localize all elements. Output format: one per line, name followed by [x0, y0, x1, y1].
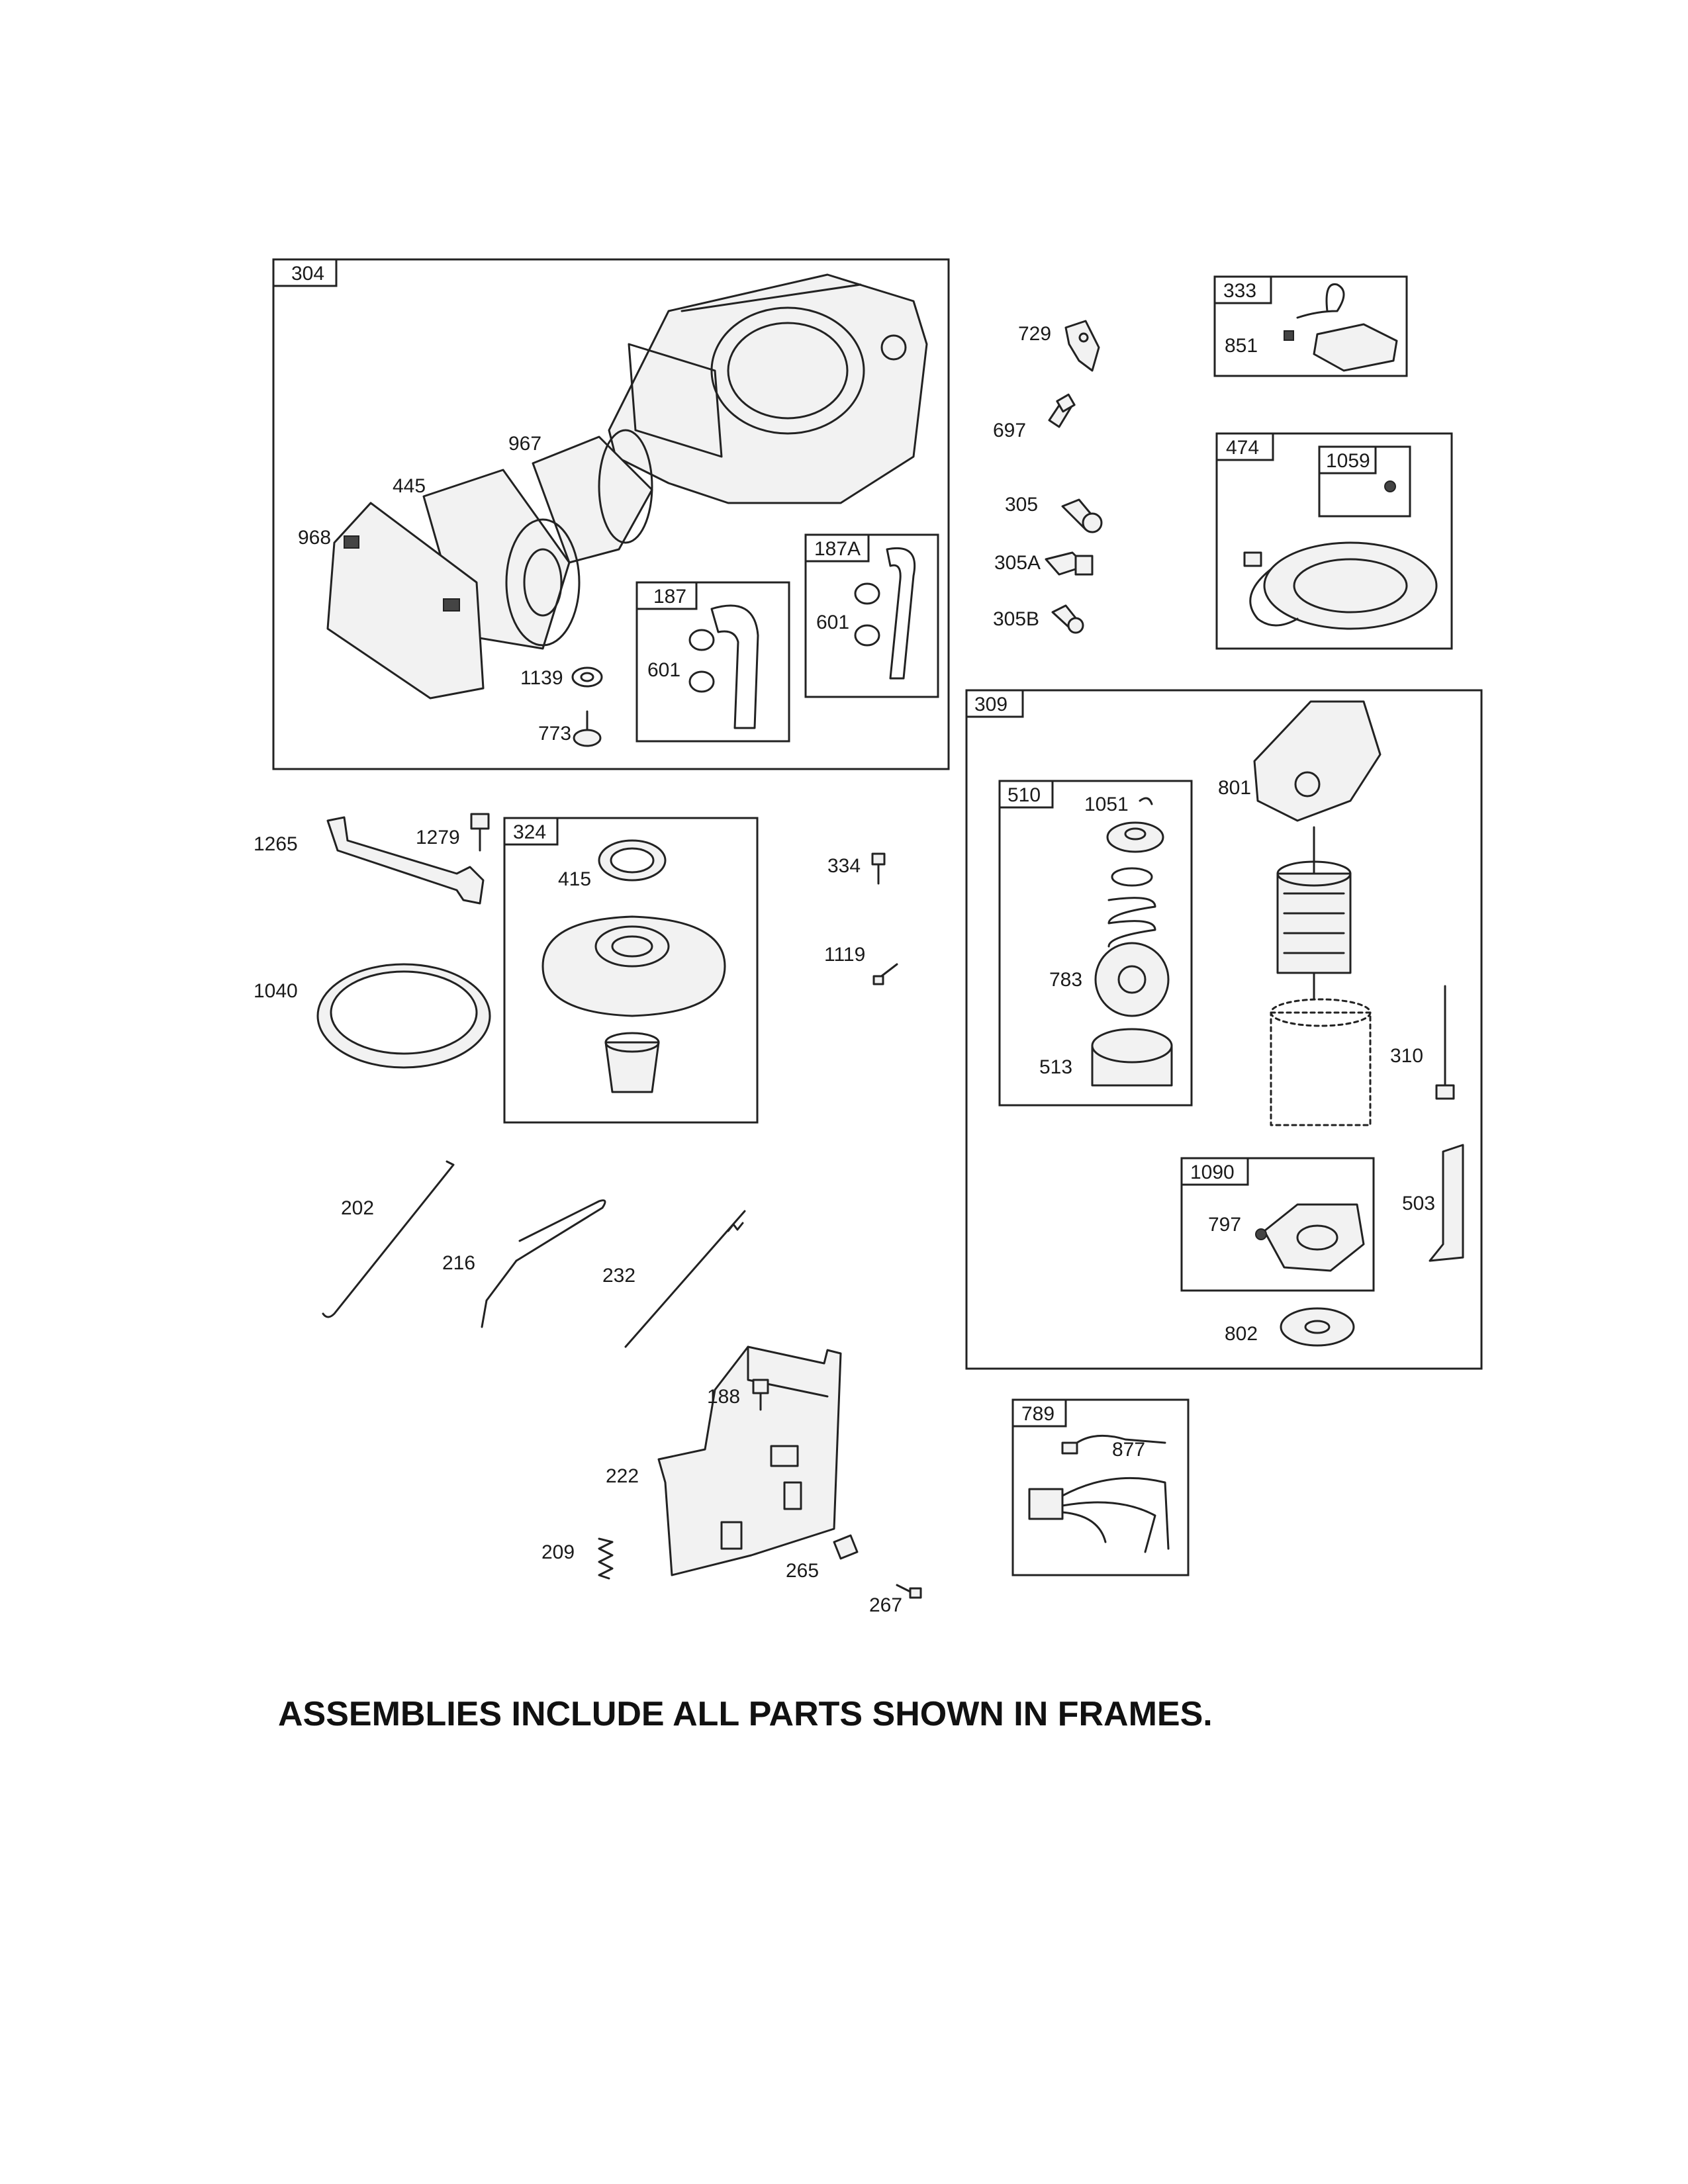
label-697: 697 — [993, 420, 1026, 441]
label-305: 305 — [1005, 494, 1038, 516]
label-305B: 305B — [993, 608, 1039, 630]
label-310: 310 — [1390, 1045, 1423, 1067]
label-209: 209 — [541, 1541, 575, 1563]
label-265: 265 — [786, 1560, 819, 1582]
footer-note: ASSEMBLIES INCLUDE ALL PARTS SHOWN IN FR… — [278, 1695, 1213, 1733]
screw-267-drawing — [896, 1584, 922, 1599]
screw-188-drawing — [752, 1379, 769, 1411]
frame-label-324: 324 — [513, 821, 546, 843]
frame-1090: 1090 797 — [1180, 1157, 1375, 1292]
label-601-b: 601 — [816, 612, 849, 633]
motor-housing-drawing — [1270, 998, 1372, 1126]
washer-drawing — [571, 666, 603, 688]
label-222: 222 — [606, 1465, 639, 1487]
label-783: 783 — [1049, 969, 1082, 991]
plate-802-drawing — [1280, 1307, 1355, 1347]
armature-drawing — [1276, 826, 1352, 1001]
screw-697-drawing — [1048, 393, 1076, 428]
frame-304: 304 — [272, 258, 950, 770]
spring-link-216-drawing — [481, 1199, 606, 1328]
label-202: 202 — [341, 1197, 374, 1219]
label-797: 797 — [1208, 1214, 1241, 1236]
frame-510: 510 1051 783 513 — [998, 780, 1193, 1107]
frame-324: 324 415 — [503, 817, 759, 1124]
label-801: 801 — [1218, 777, 1251, 799]
rod-232-drawing — [624, 1210, 746, 1348]
label-188: 188 — [707, 1386, 740, 1408]
spring-209-drawing — [598, 1537, 614, 1580]
label-601-a: 601 — [647, 659, 680, 681]
screw-334-drawing — [871, 852, 886, 885]
label-267: 267 — [869, 1594, 902, 1616]
label-334: 334 — [827, 855, 861, 877]
frame-187: 187 601 — [635, 581, 790, 743]
label-1279: 1279 — [416, 827, 460, 848]
frame-label-789: 789 — [1021, 1403, 1055, 1425]
label-445: 445 — [393, 475, 426, 497]
frame-label-1059: 1059 — [1326, 450, 1370, 472]
screw-1119-drawing — [872, 963, 898, 985]
stud-305A-drawing — [1045, 551, 1094, 576]
label-232: 232 — [602, 1265, 635, 1287]
frame-label-309: 309 — [974, 694, 1008, 715]
control-bracket-drawing — [657, 1345, 842, 1576]
stud-305-drawing — [1061, 498, 1103, 533]
label-773: 773 — [538, 723, 571, 745]
end-cap-801-drawing — [1253, 700, 1382, 822]
label-1051: 1051 — [1084, 794, 1129, 815]
frame-label-304: 304 — [291, 263, 324, 285]
label-415: 415 — [558, 868, 591, 890]
bolt-310-drawing — [1435, 985, 1455, 1100]
knob-drawing — [573, 710, 602, 747]
screw-305B-drawing — [1051, 604, 1084, 634]
frame-309: 309 — [965, 689, 1483, 1370]
label-802: 802 — [1225, 1323, 1258, 1345]
label-877: 877 — [1112, 1439, 1145, 1461]
frame-label-510: 510 — [1008, 784, 1041, 806]
frame-187A: 187A 601 — [804, 533, 939, 698]
label-968: 968 — [298, 527, 331, 549]
plate-503-drawing — [1429, 1144, 1464, 1262]
frame-label-187A: 187A — [814, 538, 861, 560]
frame-474: 474 1059 — [1215, 432, 1453, 650]
screw-1279-drawing — [470, 813, 490, 852]
frame-label-1090: 1090 — [1190, 1161, 1235, 1183]
frame-333: 333 851 — [1213, 275, 1408, 377]
label-1265: 1265 — [254, 833, 298, 855]
label-1139: 1139 — [520, 667, 563, 689]
bracket-729-drawing — [1064, 320, 1100, 372]
label-305A: 305A — [994, 552, 1041, 574]
frame-label-333: 333 — [1223, 280, 1256, 302]
label-967: 967 — [508, 433, 541, 455]
bracket-1265-drawing — [326, 816, 485, 905]
link-202-drawing — [322, 1160, 455, 1318]
label-513: 513 — [1039, 1056, 1072, 1078]
label-503: 503 — [1402, 1193, 1435, 1214]
air-cleaner-cover-drawing — [326, 502, 485, 700]
frame-789: 789 877 — [1011, 1398, 1190, 1576]
label-1040: 1040 — [254, 980, 298, 1002]
blower-housing-drawing — [608, 273, 928, 504]
label-851: 851 — [1225, 335, 1258, 357]
frame-label-474: 474 — [1226, 437, 1259, 459]
clip-265-drawing — [833, 1534, 859, 1560]
label-1119: 1119 — [824, 944, 865, 966]
label-216: 216 — [442, 1252, 475, 1274]
ring-1040-drawing — [316, 963, 491, 1069]
label-729: 729 — [1018, 323, 1051, 345]
frame-label-187: 187 — [653, 586, 686, 608]
